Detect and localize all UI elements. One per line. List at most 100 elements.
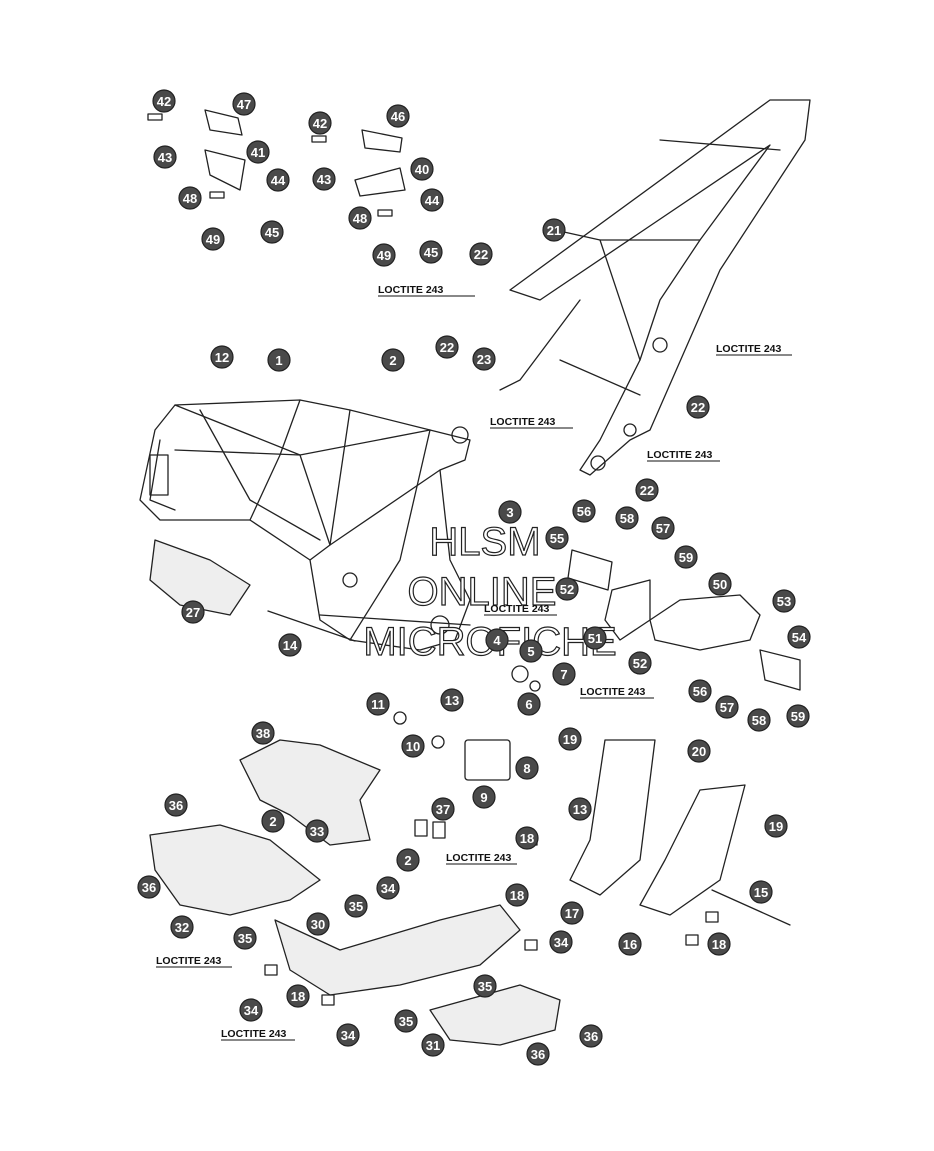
callout-bubble (435, 335, 459, 359)
callout-bubble (421, 1033, 445, 1057)
loctite-note-text: LOCTITE 243 (378, 284, 444, 296)
callout-number: 18 (510, 888, 524, 903)
callout-bubble (394, 1009, 418, 1033)
callout-bubble (568, 797, 592, 821)
callout-number: 18 (712, 937, 726, 952)
callout-number: 36 (584, 1029, 598, 1044)
callout-18: 18 (515, 826, 539, 850)
rear-subframe (499, 99, 811, 476)
callout-23: 23 (472, 347, 496, 371)
callout-bubble (549, 930, 573, 954)
callout-18: 18 (707, 932, 731, 956)
callout-number: 33 (310, 824, 324, 839)
callout-number: 35 (238, 931, 252, 946)
callout-number: 8 (523, 761, 530, 776)
callout-bubble (560, 901, 584, 925)
callout-bubble (164, 793, 188, 817)
loctite-note: LOCTITE 243 (490, 416, 573, 429)
callout-37: 37 (431, 797, 455, 821)
callout-58: 58 (615, 506, 639, 530)
callout-bubble (583, 626, 607, 650)
callout-bubble (686, 395, 710, 419)
callout-bubble (372, 243, 396, 267)
callout-number: 16 (623, 937, 637, 952)
callout-number: 58 (620, 511, 634, 526)
callout-bubble (515, 756, 539, 780)
callout-44: 44 (420, 188, 444, 212)
callout-36: 36 (526, 1042, 550, 1066)
callout-bubble (469, 242, 493, 266)
callout-number: 44 (271, 173, 286, 188)
callout-bubble (381, 348, 405, 372)
callout-number: 7 (560, 667, 567, 682)
callout-22: 22 (635, 478, 659, 502)
callout-bubble (707, 932, 731, 956)
callout-48: 48 (178, 186, 202, 210)
callout-number: 27 (186, 605, 200, 620)
callout-number: 22 (440, 340, 454, 355)
callout-35: 35 (473, 974, 497, 998)
callout-bubble (410, 157, 434, 181)
callout-bubble (396, 848, 420, 872)
callout-15: 15 (749, 880, 773, 904)
callout-5: 5 (519, 639, 543, 663)
callout-number: 34 (244, 1003, 259, 1018)
callout-34: 34 (549, 930, 573, 954)
callout-52: 52 (628, 651, 652, 675)
callout-bubble (239, 998, 263, 1022)
callout-22: 22 (435, 335, 459, 359)
callout-number: 3 (506, 505, 513, 520)
callout-1: 1 (267, 348, 291, 372)
callout-35: 35 (233, 926, 257, 950)
callout-number: 56 (577, 504, 591, 519)
callout-bubble (498, 500, 522, 524)
callout-bubble (555, 577, 579, 601)
callout-bubble (376, 876, 400, 900)
callout-number: 50 (713, 577, 727, 592)
callout-19: 19 (764, 814, 788, 838)
callout-19: 19 (558, 727, 582, 751)
callout-36: 36 (164, 793, 188, 817)
callout-bubble (278, 633, 302, 657)
callout-36: 36 (137, 875, 161, 899)
callout-bubble (517, 692, 541, 716)
callout-31: 31 (421, 1033, 445, 1057)
callout-bubble (170, 915, 194, 939)
callout-number: 35 (349, 899, 363, 914)
callout-bubble (260, 220, 284, 244)
callout-32: 32 (170, 915, 194, 939)
callout-number: 35 (399, 1014, 413, 1029)
callout-number: 4 (493, 633, 501, 648)
callout-27: 27 (181, 600, 205, 624)
callout-46: 46 (386, 104, 410, 128)
callout-number: 52 (633, 656, 647, 671)
callout-42: 42 (308, 111, 332, 135)
callout-number: 53 (777, 594, 791, 609)
callout-bubble (552, 662, 576, 686)
callout-bubble (687, 739, 711, 763)
callout-number: 40 (415, 162, 429, 177)
callout-number: 38 (256, 726, 270, 741)
callout-bubble (181, 600, 205, 624)
callout-21: 21 (542, 218, 566, 242)
callout-bubble (152, 89, 176, 113)
callout-number: 59 (679, 550, 693, 565)
callout-number: 20 (692, 744, 706, 759)
loctite-note: LOCTITE 243 (446, 852, 517, 865)
callout-number: 11 (371, 697, 385, 712)
callout-17: 17 (560, 901, 584, 925)
callout-bubble (772, 589, 796, 613)
callout-number: 13 (573, 802, 587, 817)
callout-33: 33 (305, 819, 329, 843)
callout-number: 35 (478, 979, 492, 994)
callout-bubble (618, 932, 642, 956)
callout-number: 57 (656, 521, 670, 536)
callout-number: 43 (158, 150, 172, 165)
callout-34: 34 (336, 1023, 360, 1047)
callout-bubble (440, 688, 464, 712)
callout-bubble (401, 734, 425, 758)
callout-number: 18 (291, 989, 305, 1004)
footpeg-right-assembly (567, 549, 801, 691)
